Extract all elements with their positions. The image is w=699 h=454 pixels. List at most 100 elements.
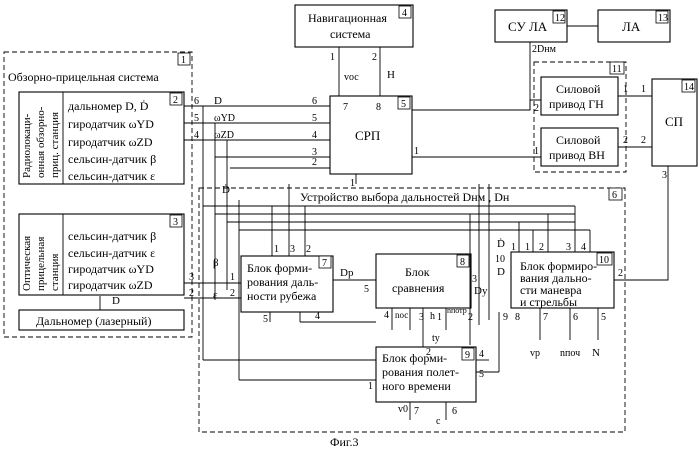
svg-text:c: c [436,416,441,427]
svg-text:СП: СП [665,114,683,129]
svg-text:рования даль-: рования даль- [247,275,318,289]
figure-caption: Фиг.3 [330,435,358,449]
svg-text:приц. станция: приц. станция [49,112,61,178]
svg-text:Силовой: Силовой [556,82,601,96]
svg-text:2: 2 [534,103,539,114]
svg-text:7: 7 [322,258,327,269]
block-2-num: 2 [173,95,178,106]
svg-text:4: 4 [194,130,199,141]
svg-text:1: 1 [525,242,530,253]
svg-text:6: 6 [573,312,578,323]
svg-text:1: 1 [414,146,419,157]
svg-text:8: 8 [515,312,520,323]
block-4-line1: Навигационная [308,11,387,25]
svg-text:3: 3 [566,242,571,253]
svg-text:β: β [213,257,219,269]
svg-text:Блок форми-: Блок форми- [382,351,447,365]
svg-text:5: 5 [364,284,369,295]
svg-text:N: N [592,347,600,359]
block-6-title: Устройство выбора дальностей Dнм , Dн [300,190,510,204]
svg-text:6: 6 [194,96,199,107]
svg-text:5: 5 [479,369,484,380]
svg-text:Силовой: Силовой [556,133,601,147]
block-2-side-label: Радиолокаци- онная обзорно- приц. станци… [21,106,61,178]
svg-text:h: h [430,311,435,322]
svg-text:привод ВН: привод ВН [549,148,605,162]
svg-text:2: 2 [623,135,628,146]
svg-text:5: 5 [263,314,268,325]
svg-text:2: 2 [641,135,646,146]
svg-text:2: 2 [230,288,235,299]
svg-text:7: 7 [343,102,348,113]
svg-text:1: 1 [230,272,235,283]
svg-text:4: 4 [581,242,586,253]
svg-text:5: 5 [312,113,317,124]
svg-text:vр: vр [530,348,540,359]
svg-text:7: 7 [543,312,548,323]
svg-text:1: 1 [511,242,516,253]
svg-text:Ḋ: Ḋ [497,238,505,250]
svg-text:2: 2 [539,242,544,253]
svg-text:D: D [497,266,505,278]
svg-text:7: 7 [414,406,419,417]
svg-text:1: 1 [368,381,373,392]
svg-text:14: 14 [684,82,694,93]
svg-text:3: 3 [662,170,667,181]
svg-text:2: 2 [372,52,377,63]
radar-item-gyro-z: гиродатчик ωZD [68,135,153,149]
svg-text:4: 4 [479,349,484,360]
svg-text:СУ ЛА: СУ ЛА [508,19,548,34]
svg-text:4: 4 [384,310,389,321]
svg-text:9: 9 [465,350,470,361]
svg-text:Блок: Блок [405,265,430,279]
svg-text:ного времени: ного времени [382,379,451,393]
svg-text:nпоч: nпоч [560,348,580,359]
svg-text:Dр: Dр [340,267,354,279]
svg-text:1: 1 [274,244,279,255]
svg-text:1: 1 [437,312,442,323]
radar-item-gyro-y: гиродатчик ωYD [68,117,154,131]
optic-item-gyro-y: гиродатчик ωYD [68,262,154,276]
svg-text:3: 3 [189,272,194,283]
block-3-num: 3 [173,217,178,228]
svg-text:1: 1 [623,84,628,95]
svg-text:D: D [214,95,222,107]
svg-text:8: 8 [376,102,381,113]
optic-item-selsyn-eps: сельсин-датчик ε [68,246,155,260]
svg-text:H: H [387,69,395,81]
svg-text:10: 10 [599,255,609,266]
svg-text:и стрельбы: и стрельбы [520,295,577,309]
svg-text:1: 1 [330,52,335,63]
svg-text:4: 4 [315,311,320,322]
block-1-title: Обзорно-прицельная система [8,70,159,84]
svg-text:12: 12 [555,13,565,24]
svg-text:станция: станция [49,254,61,291]
svg-text:8: 8 [460,257,465,268]
svg-text:сравнения: сравнения [392,281,445,295]
svg-text:Оптическая: Оптическая [21,236,33,291]
svg-text:2: 2 [306,244,311,255]
svg-text:3: 3 [290,244,295,255]
svg-text:2: 2 [618,268,623,279]
radar-item-selsyn-beta: сельсин-датчик β [68,152,156,166]
svg-text:6: 6 [452,406,457,417]
svg-text:привод ГН: привод ГН [549,97,604,111]
radar-item-selsyn-eps: сельсин-датчик ε [68,169,155,183]
svg-text:1: 1 [534,146,539,157]
svg-text:5: 5 [401,99,406,110]
svg-text:ε: ε [213,289,218,301]
svg-text:v0: v0 [398,404,408,415]
svg-text:4: 4 [312,130,317,141]
svg-text:ЛА: ЛА [622,19,641,34]
svg-text:4: 4 [402,8,407,19]
svg-text:рования полет-: рования полет- [382,365,459,379]
svg-text:ωYD: ωYD [214,113,235,124]
svg-text:1: 1 [350,178,355,189]
svg-text:3: 3 [472,274,477,285]
svg-text:vос: vос [344,72,359,83]
svg-text:2: 2 [426,347,431,358]
block-1-num: 1 [181,55,186,66]
svg-text:Радиолокаци-: Радиолокаци- [21,113,33,178]
svg-text:ωZD: ωZD [214,130,234,141]
